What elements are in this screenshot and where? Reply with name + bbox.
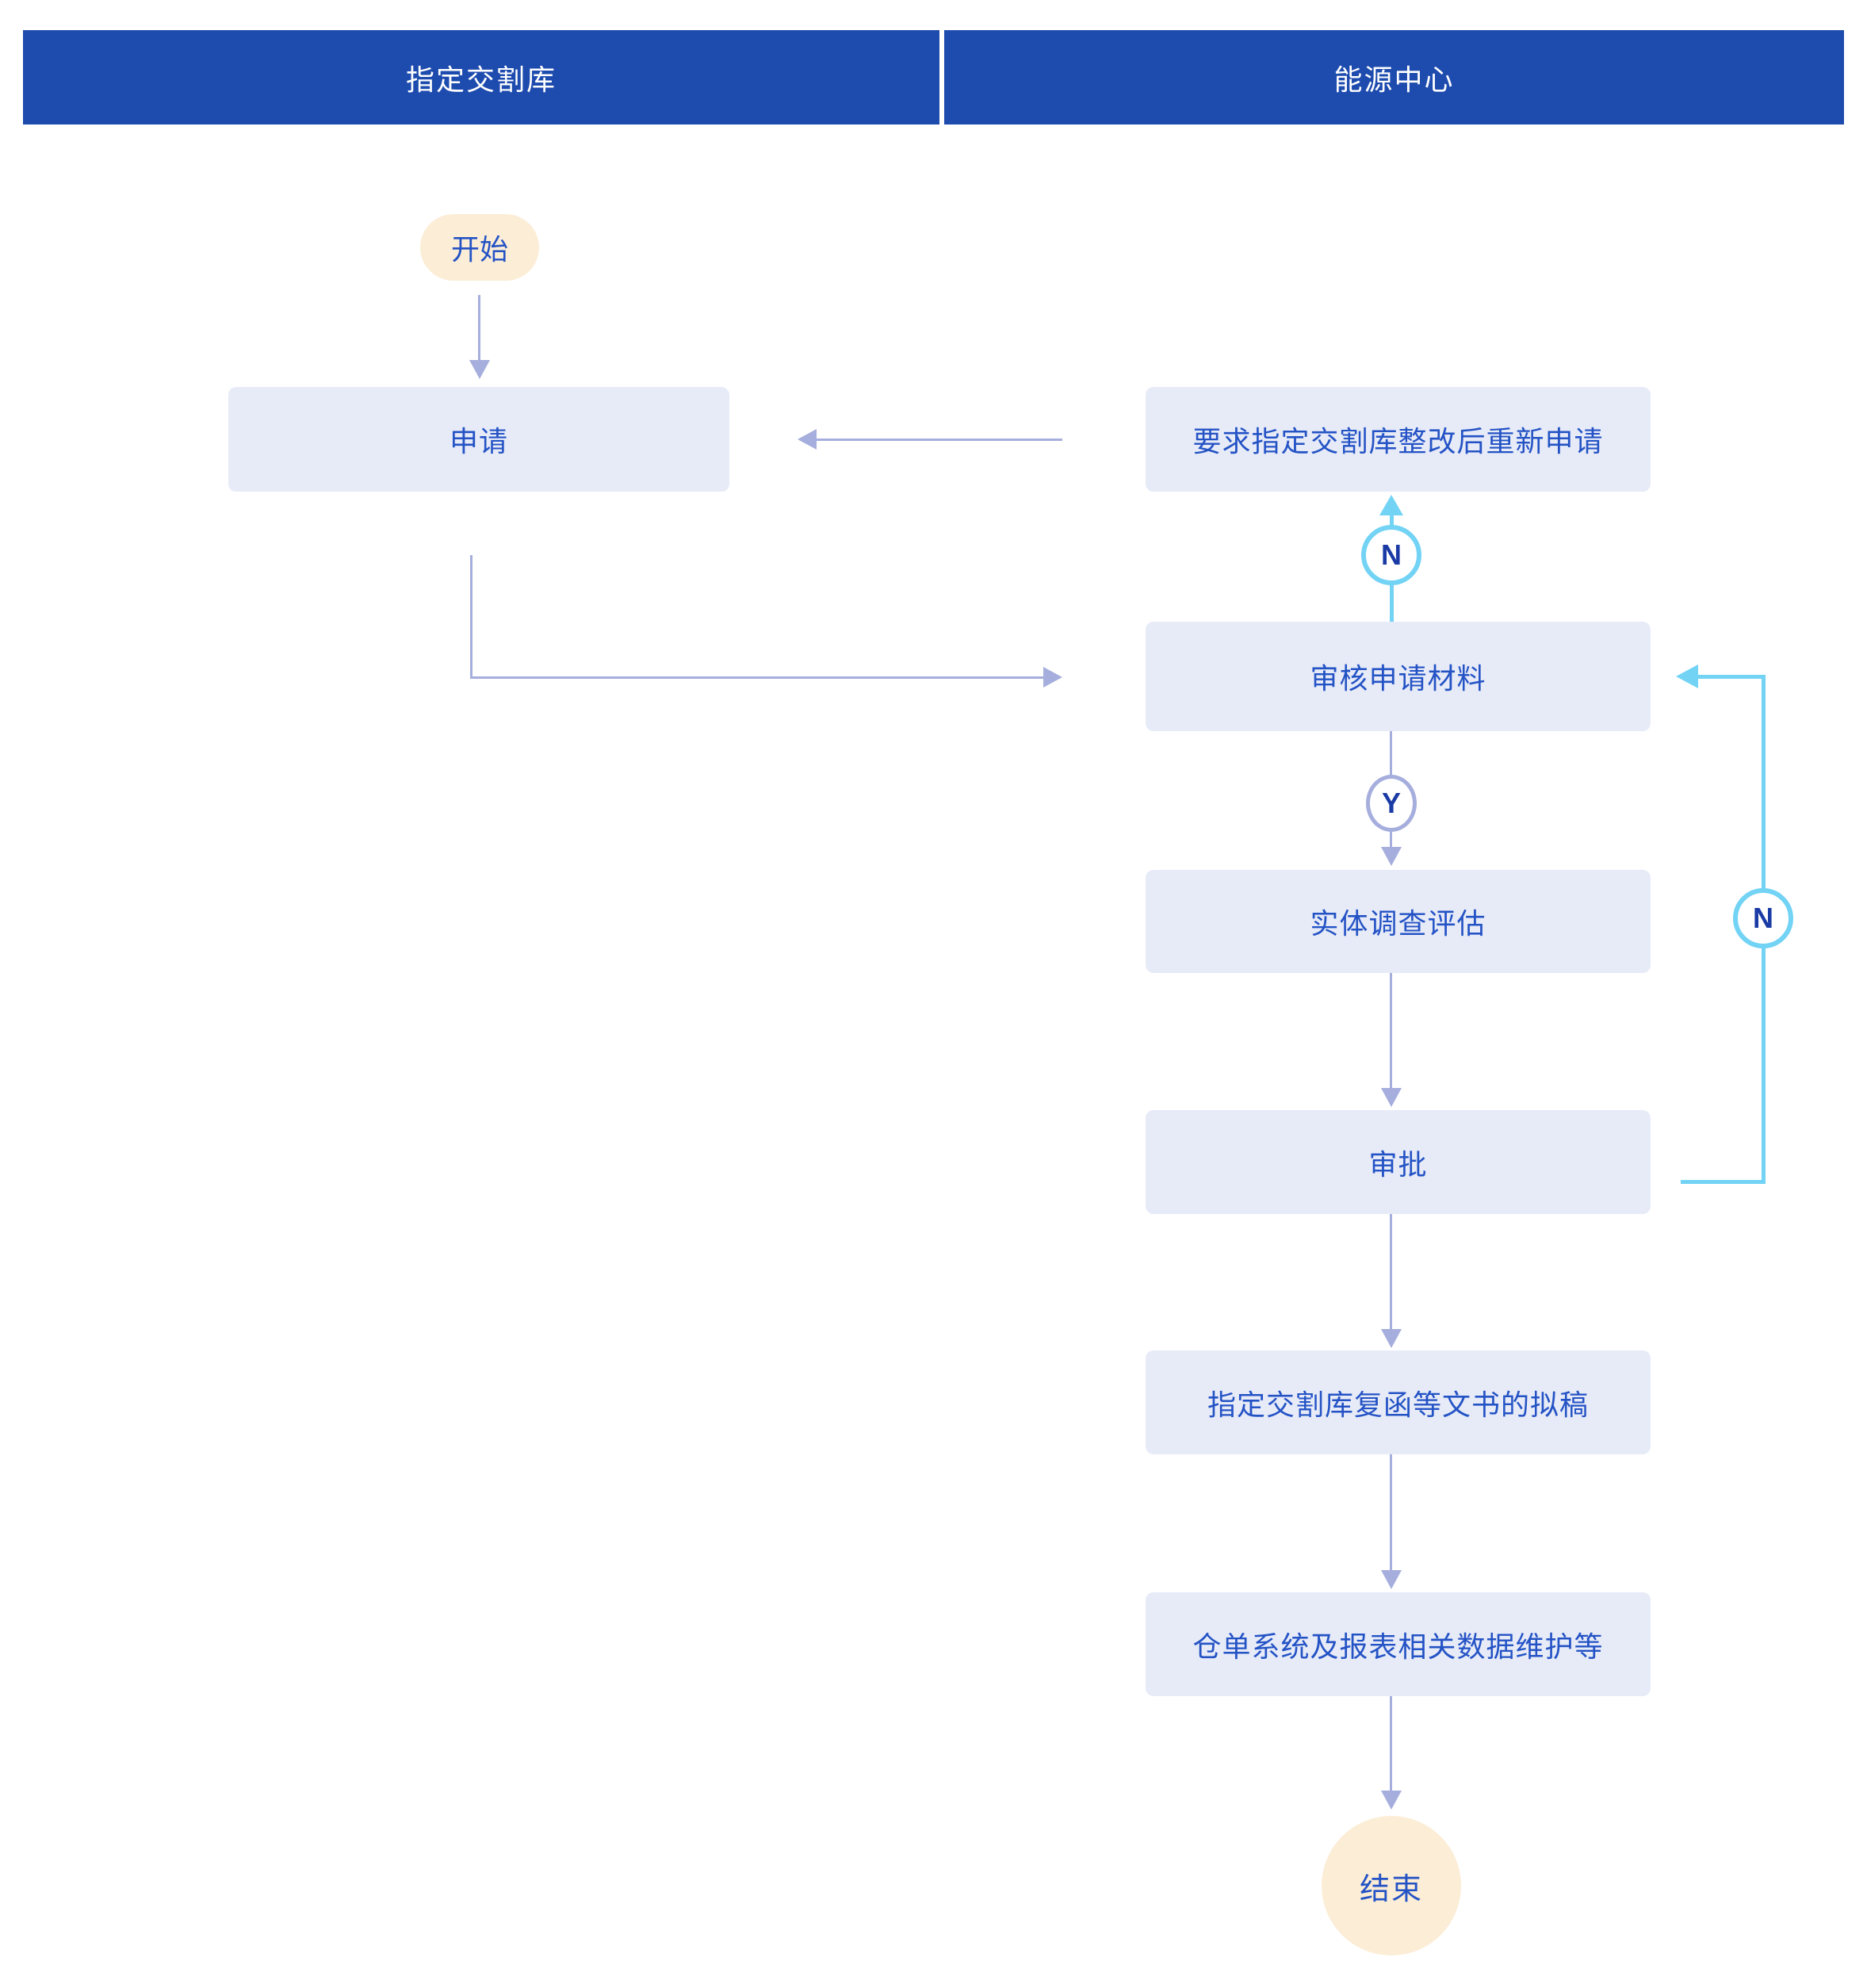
- decision-n-right-label: N: [1753, 902, 1773, 934]
- lane-header-label: 指定交割库: [405, 63, 557, 96]
- connector-draft-to-maintain: [1390, 1454, 1392, 1572]
- arrowhead-reapply-to-apply: [798, 429, 817, 450]
- arrowhead-investigate-to-approve: [1381, 1088, 1402, 1107]
- arrowhead-start-to-apply: [469, 360, 490, 379]
- decision-y-badge: Y: [1366, 775, 1417, 832]
- connector-apply-elbow-vertical: [470, 555, 472, 679]
- lane-header-designated-warehouse: 指定交割库: [23, 30, 939, 124]
- approve-node-label: 审批: [1368, 1147, 1428, 1181]
- maintain-node: 仓单系统及报表相关数据维护等: [1146, 1592, 1651, 1696]
- approve-node: 审批: [1146, 1110, 1651, 1214]
- end-node-label: 结束: [1359, 1872, 1423, 1906]
- review-node: 审核申请材料: [1146, 622, 1651, 731]
- connector-investigate-to-approve: [1390, 973, 1392, 1090]
- apply-node: 申请: [228, 387, 729, 492]
- connector-apply-elbow-horizontal: [470, 676, 1043, 679]
- arrowhead-approve-to-review: [1676, 665, 1698, 688]
- decision-n-top-label: N: [1381, 538, 1402, 571]
- draft-node: 指定交割库复函等文书的拟稿: [1146, 1350, 1651, 1454]
- investigate-node: 实体调查评估: [1146, 870, 1651, 973]
- end-node: 结束: [1322, 1816, 1461, 1955]
- arrowhead-approve-to-draft: [1381, 1329, 1402, 1348]
- maintain-node-label: 仓单系统及报表相关数据维护等: [1192, 1630, 1604, 1663]
- decision-n-right-badge: N: [1733, 888, 1793, 948]
- decision-y-label: Y: [1381, 787, 1401, 819]
- connector-approve-to-draft: [1390, 1214, 1392, 1331]
- start-node-label: 开始: [450, 233, 508, 266]
- start-node: 开始: [420, 214, 539, 281]
- decision-n-top-badge: N: [1361, 525, 1421, 585]
- review-node-label: 审核申请材料: [1310, 662, 1486, 695]
- reapply-node: 要求指定交割库整改后重新申请: [1146, 387, 1651, 492]
- arrowhead-review-to-reapply: [1379, 495, 1403, 515]
- connector-approve-loop-top: [1698, 675, 1763, 679]
- arrowhead-review-to-investigate: [1381, 847, 1402, 866]
- connector-approve-loop-bottom: [1681, 1180, 1766, 1184]
- investigate-node-label: 实体调查评估: [1310, 907, 1486, 940]
- lane-header-energy-center: 能源中心: [944, 30, 1844, 124]
- reapply-node-label: 要求指定交割库整改后重新申请: [1192, 425, 1604, 458]
- lane-header-label: 能源中心: [1333, 63, 1455, 96]
- draft-node-label: 指定交割库复函等文书的拟稿: [1207, 1388, 1589, 1421]
- arrowhead-maintain-to-end: [1381, 1791, 1402, 1810]
- connector-reapply-to-apply: [817, 439, 1062, 441]
- connector-start-to-apply: [478, 295, 480, 362]
- apply-node-label: 申请: [449, 425, 508, 458]
- arrowhead-draft-to-maintain: [1381, 1570, 1402, 1589]
- connector-maintain-to-end: [1390, 1696, 1392, 1792]
- arrowhead-apply-to-review: [1043, 667, 1062, 688]
